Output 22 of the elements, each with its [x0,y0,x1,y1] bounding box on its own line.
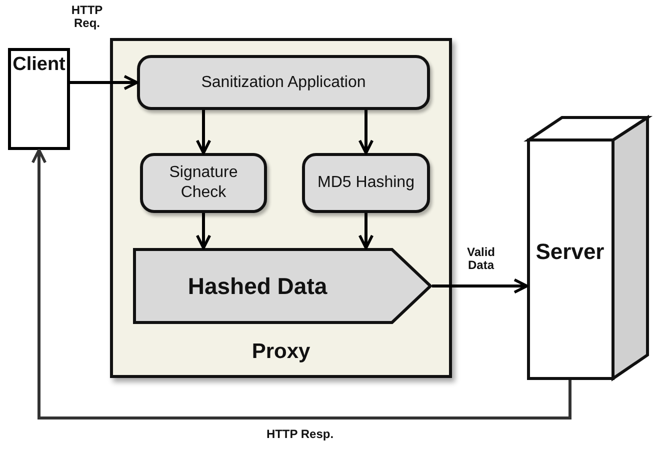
edge-label: HTTP Resp. [265,428,335,441]
proxy-container [110,38,452,378]
edge-label: HTTP Req. [70,4,104,30]
process-box [302,153,430,213]
arrow [196,110,212,154]
node-label: Signature Check [168,163,239,203]
node-label: Hashed Data [188,272,328,300]
node-label: Proxy [252,338,310,365]
arrow [358,213,374,250]
process-box [140,153,267,213]
node-label: Sanitization Application [201,72,366,92]
client-box [8,48,70,150]
arrow [432,278,528,294]
arrow [70,74,138,90]
arrow [358,110,374,154]
node-label: Server [534,238,606,266]
node-label: Client [12,53,66,77]
arrow [196,213,212,250]
arrow [31,148,572,420]
edge-label: Valid Data [466,246,496,272]
node-label: MD5 Hashing [318,173,414,193]
process-box [137,55,430,110]
